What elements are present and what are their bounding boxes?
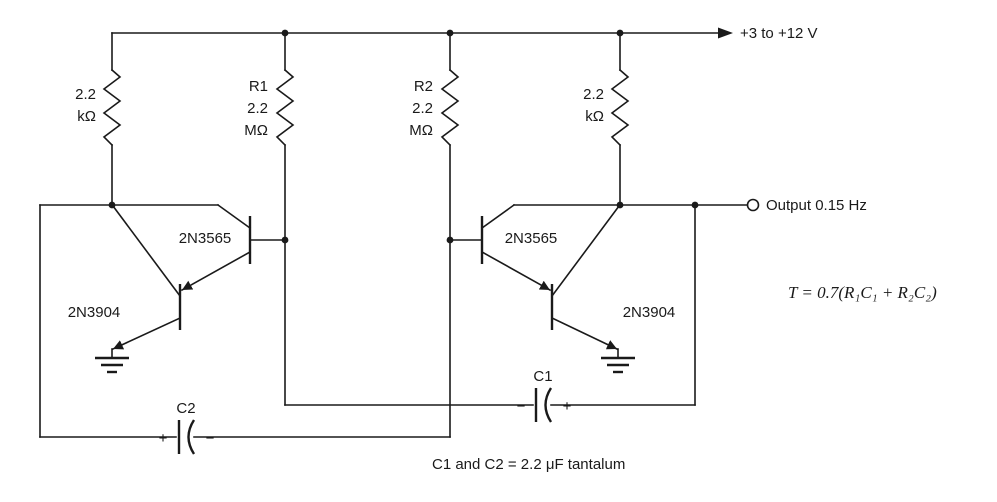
junction-dot xyxy=(446,29,454,37)
ground-left xyxy=(95,348,129,374)
resistor-label-line: 2.2 xyxy=(75,86,96,103)
capacitor-note: C1 and C2 = 2.2 μF tantalum xyxy=(432,456,625,473)
q2-label: 2N3904 xyxy=(68,304,121,321)
junction-dot xyxy=(281,236,289,244)
c2-label: C2 xyxy=(176,400,195,417)
resistor-r1: R1 2.2 MΩ xyxy=(244,32,295,406)
q2-emitter xyxy=(111,316,182,351)
junction-dot xyxy=(616,29,624,37)
rail-arrow-icon xyxy=(718,27,733,39)
q4-emitter xyxy=(550,316,619,351)
q1-label: 2N3565 xyxy=(179,230,232,247)
q1-emitter xyxy=(180,250,252,292)
resistor-label-line: 2.2 xyxy=(412,100,433,117)
q3-emitter xyxy=(480,250,552,292)
transistor-q3-2n3565: 2N3565 xyxy=(480,203,558,292)
resistor-label-line: MΩ xyxy=(409,122,433,139)
resistor-label-line: 2.2 xyxy=(583,86,604,103)
junction-dot xyxy=(691,201,699,209)
junction-dots xyxy=(108,29,699,244)
q2-collector xyxy=(111,204,182,298)
coupling-wires xyxy=(39,204,748,438)
c2-plus-sign: + xyxy=(159,430,168,447)
supply-label: +3 to +12 V xyxy=(740,25,818,42)
junction-dot xyxy=(446,236,454,244)
power-rail: +3 to +12 V xyxy=(111,25,818,42)
resistor-r2: R2 2.2 MΩ xyxy=(409,32,460,438)
resistor-label-line: 2.2 xyxy=(247,100,268,117)
c1-minus-sign: − xyxy=(517,398,526,415)
q3-collector xyxy=(480,203,516,230)
resistor-zigzag xyxy=(102,68,122,147)
c1-label: C1 xyxy=(533,368,552,385)
c2-plate-curved xyxy=(187,419,196,455)
ground-right xyxy=(601,348,635,374)
junction-dot xyxy=(616,201,624,209)
resistor-label-line: R1 xyxy=(249,78,268,95)
q1-collector xyxy=(216,203,252,230)
c1-plate-curved xyxy=(544,387,553,423)
resistor-zigzag xyxy=(440,68,460,147)
junction-dot xyxy=(108,201,116,209)
c1-plus-sign: + xyxy=(563,398,572,415)
output-terminal: Output 0.15 Hz xyxy=(746,197,867,214)
transistor-q2-2n3904: 2N3904 xyxy=(68,204,182,351)
junction-dot xyxy=(281,29,289,37)
resistor-label-line: kΩ xyxy=(585,108,604,125)
resistor-zigzag xyxy=(275,68,295,147)
capacitor-c2: C2 + − xyxy=(159,400,215,455)
resistor-right-bias: 2.2 kΩ xyxy=(583,32,630,206)
c2-minus-sign: − xyxy=(206,430,215,447)
resistor-zigzag xyxy=(610,68,630,147)
period-formula: T = 0.7(R₁C₁ + R₂C₂) xyxy=(788,283,937,302)
resistor-label-line: R2 xyxy=(414,78,433,95)
resistor-left-bias: 2.2 kΩ xyxy=(75,32,122,206)
q4-collector xyxy=(550,204,621,298)
capacitor-c1: C1 − + xyxy=(517,368,572,423)
transistor-q1-2n3565: 2N3565 xyxy=(179,203,252,292)
resistor-label-line: MΩ xyxy=(244,122,268,139)
output-label: Output 0.15 Hz xyxy=(766,197,867,214)
transistor-q4-2n3904: 2N3904 xyxy=(550,204,676,351)
q3-label: 2N3565 xyxy=(505,230,558,247)
q4-label: 2N3904 xyxy=(623,304,676,321)
output-terminal-icon xyxy=(746,198,760,212)
resistor-label-line: kΩ xyxy=(77,108,96,125)
